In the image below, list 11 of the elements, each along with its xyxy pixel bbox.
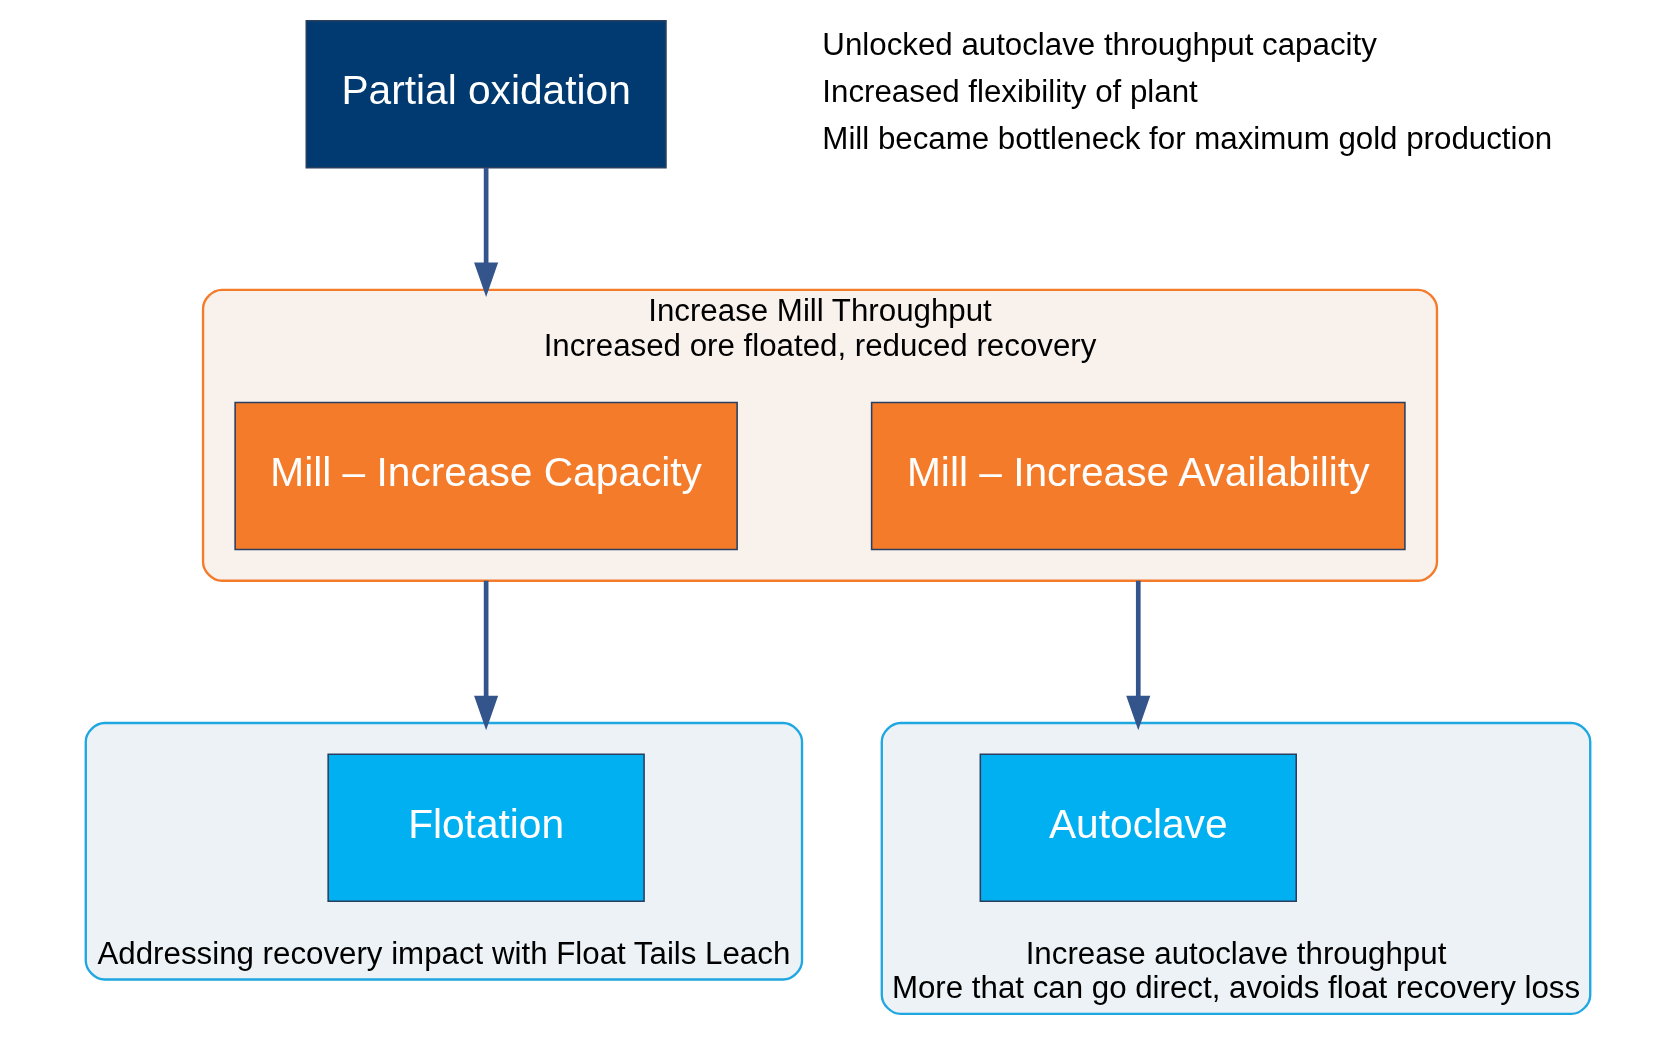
node-box: Mill – Increase Availability — [870, 401, 1406, 551]
node-box: Flotation — [327, 753, 645, 903]
label: Mill became bottleneck for maximum gold production — [822, 121, 1553, 157]
arrow — [474, 168, 499, 297]
arrow — [1126, 580, 1151, 731]
node-box: Autoclave — [979, 753, 1297, 903]
node-box: Partial oxidation — [305, 20, 667, 169]
label: Unlocked autoclave throughput capacity — [822, 27, 1377, 63]
label: Increased flexibility of plant — [822, 74, 1198, 110]
arrow — [474, 580, 499, 731]
node-box: Mill – Increase Capacity — [234, 401, 738, 551]
